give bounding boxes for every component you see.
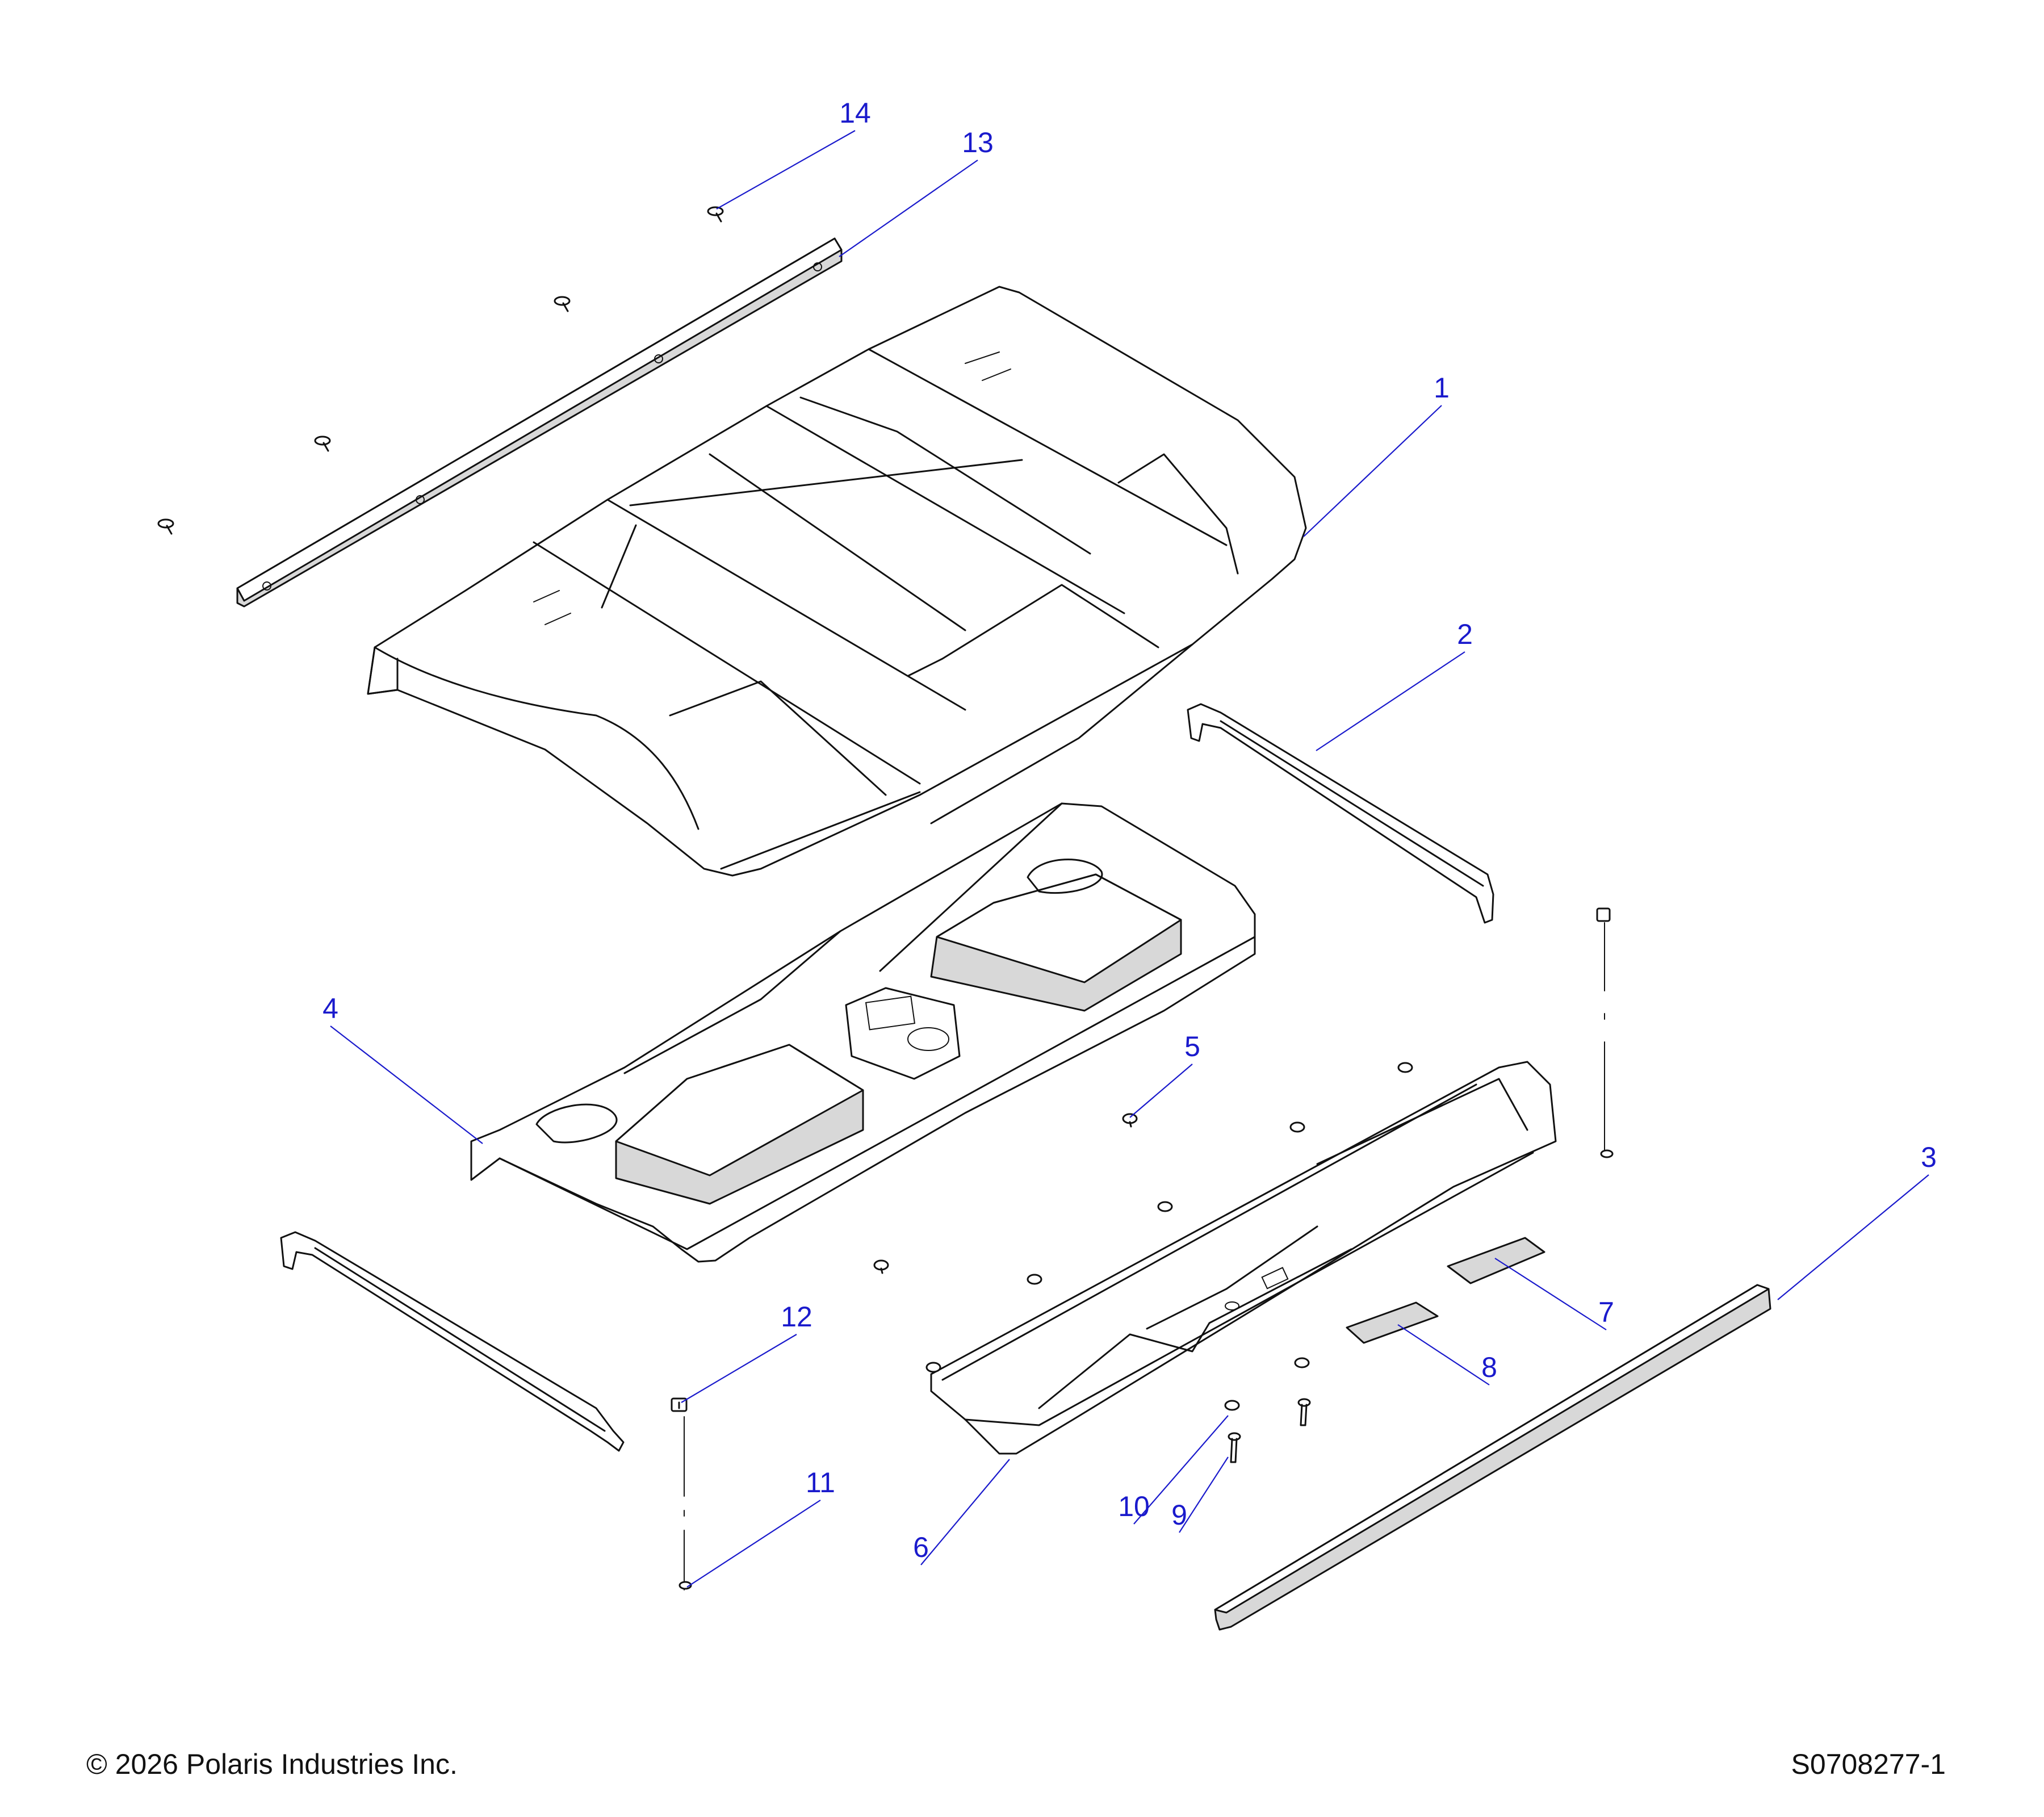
callout-leader-1 [1303, 405, 1442, 537]
copyright-text: © 2026 Polaris Industries Inc. [86, 1748, 458, 1780]
screws-headliner [873, 1113, 1138, 1274]
callout-number-12: 12 [781, 1301, 812, 1333]
callout-number-1: 1 [1434, 372, 1450, 404]
callout-leader-5 [1129, 1064, 1193, 1118]
screws-panel [925, 1062, 1413, 1373]
part-9-bolt [1228, 1398, 1311, 1463]
callout-number-3: 3 [1921, 1141, 1937, 1173]
callout-leader-3 [1777, 1174, 1929, 1300]
part-11-stud-left [678, 1416, 692, 1590]
part-10-nut [1224, 1357, 1310, 1411]
callout-leader-6 [920, 1459, 1010, 1565]
part-2-trim [1187, 703, 1494, 924]
part-11-stud-right [1600, 922, 1614, 1158]
callout-leader-11 [686, 1500, 821, 1588]
callout-leader-7 [1494, 1258, 1607, 1330]
callout-number-14: 14 [839, 97, 871, 129]
callout-leader-4 [330, 1025, 483, 1144]
callout-leader-9 [1179, 1456, 1229, 1533]
callout-leader-10 [1133, 1415, 1229, 1525]
callout-leader-13 [839, 160, 978, 257]
callout-leader-8 [1397, 1324, 1490, 1385]
part-1-roof [367, 286, 1307, 877]
part-3-trim [1214, 1284, 1771, 1631]
callout-leader-2 [1316, 651, 1465, 751]
callout-number-11: 11 [806, 1467, 835, 1498]
callout-number-5: 5 [1184, 1031, 1200, 1062]
callout-leader-14 [716, 130, 856, 210]
diagram-id-text: S0708277-1 [1791, 1748, 1946, 1780]
callout-number-7: 7 [1598, 1296, 1614, 1328]
callout-number-2: 2 [1457, 618, 1473, 650]
part-7-pad [1447, 1237, 1545, 1284]
part-left-trim [280, 1231, 625, 1452]
part-12-clip-right [1596, 907, 1611, 922]
callout-number-4: 4 [322, 993, 338, 1024]
part-6-panel [930, 1061, 1557, 1455]
part-8-pad [1346, 1301, 1439, 1344]
callout-number-6: 6 [913, 1531, 929, 1563]
screws-rail [157, 206, 724, 535]
part-4-headliner [470, 802, 1256, 1263]
part-13-rail [236, 237, 843, 608]
callout-number-8: 8 [1481, 1351, 1497, 1383]
callout-leaders [330, 130, 1929, 1588]
callout-number-9: 9 [1171, 1499, 1187, 1531]
callout-number-13: 13 [962, 127, 994, 158]
callout-leader-12 [681, 1334, 797, 1403]
callout-number-10: 10 [1118, 1491, 1150, 1522]
